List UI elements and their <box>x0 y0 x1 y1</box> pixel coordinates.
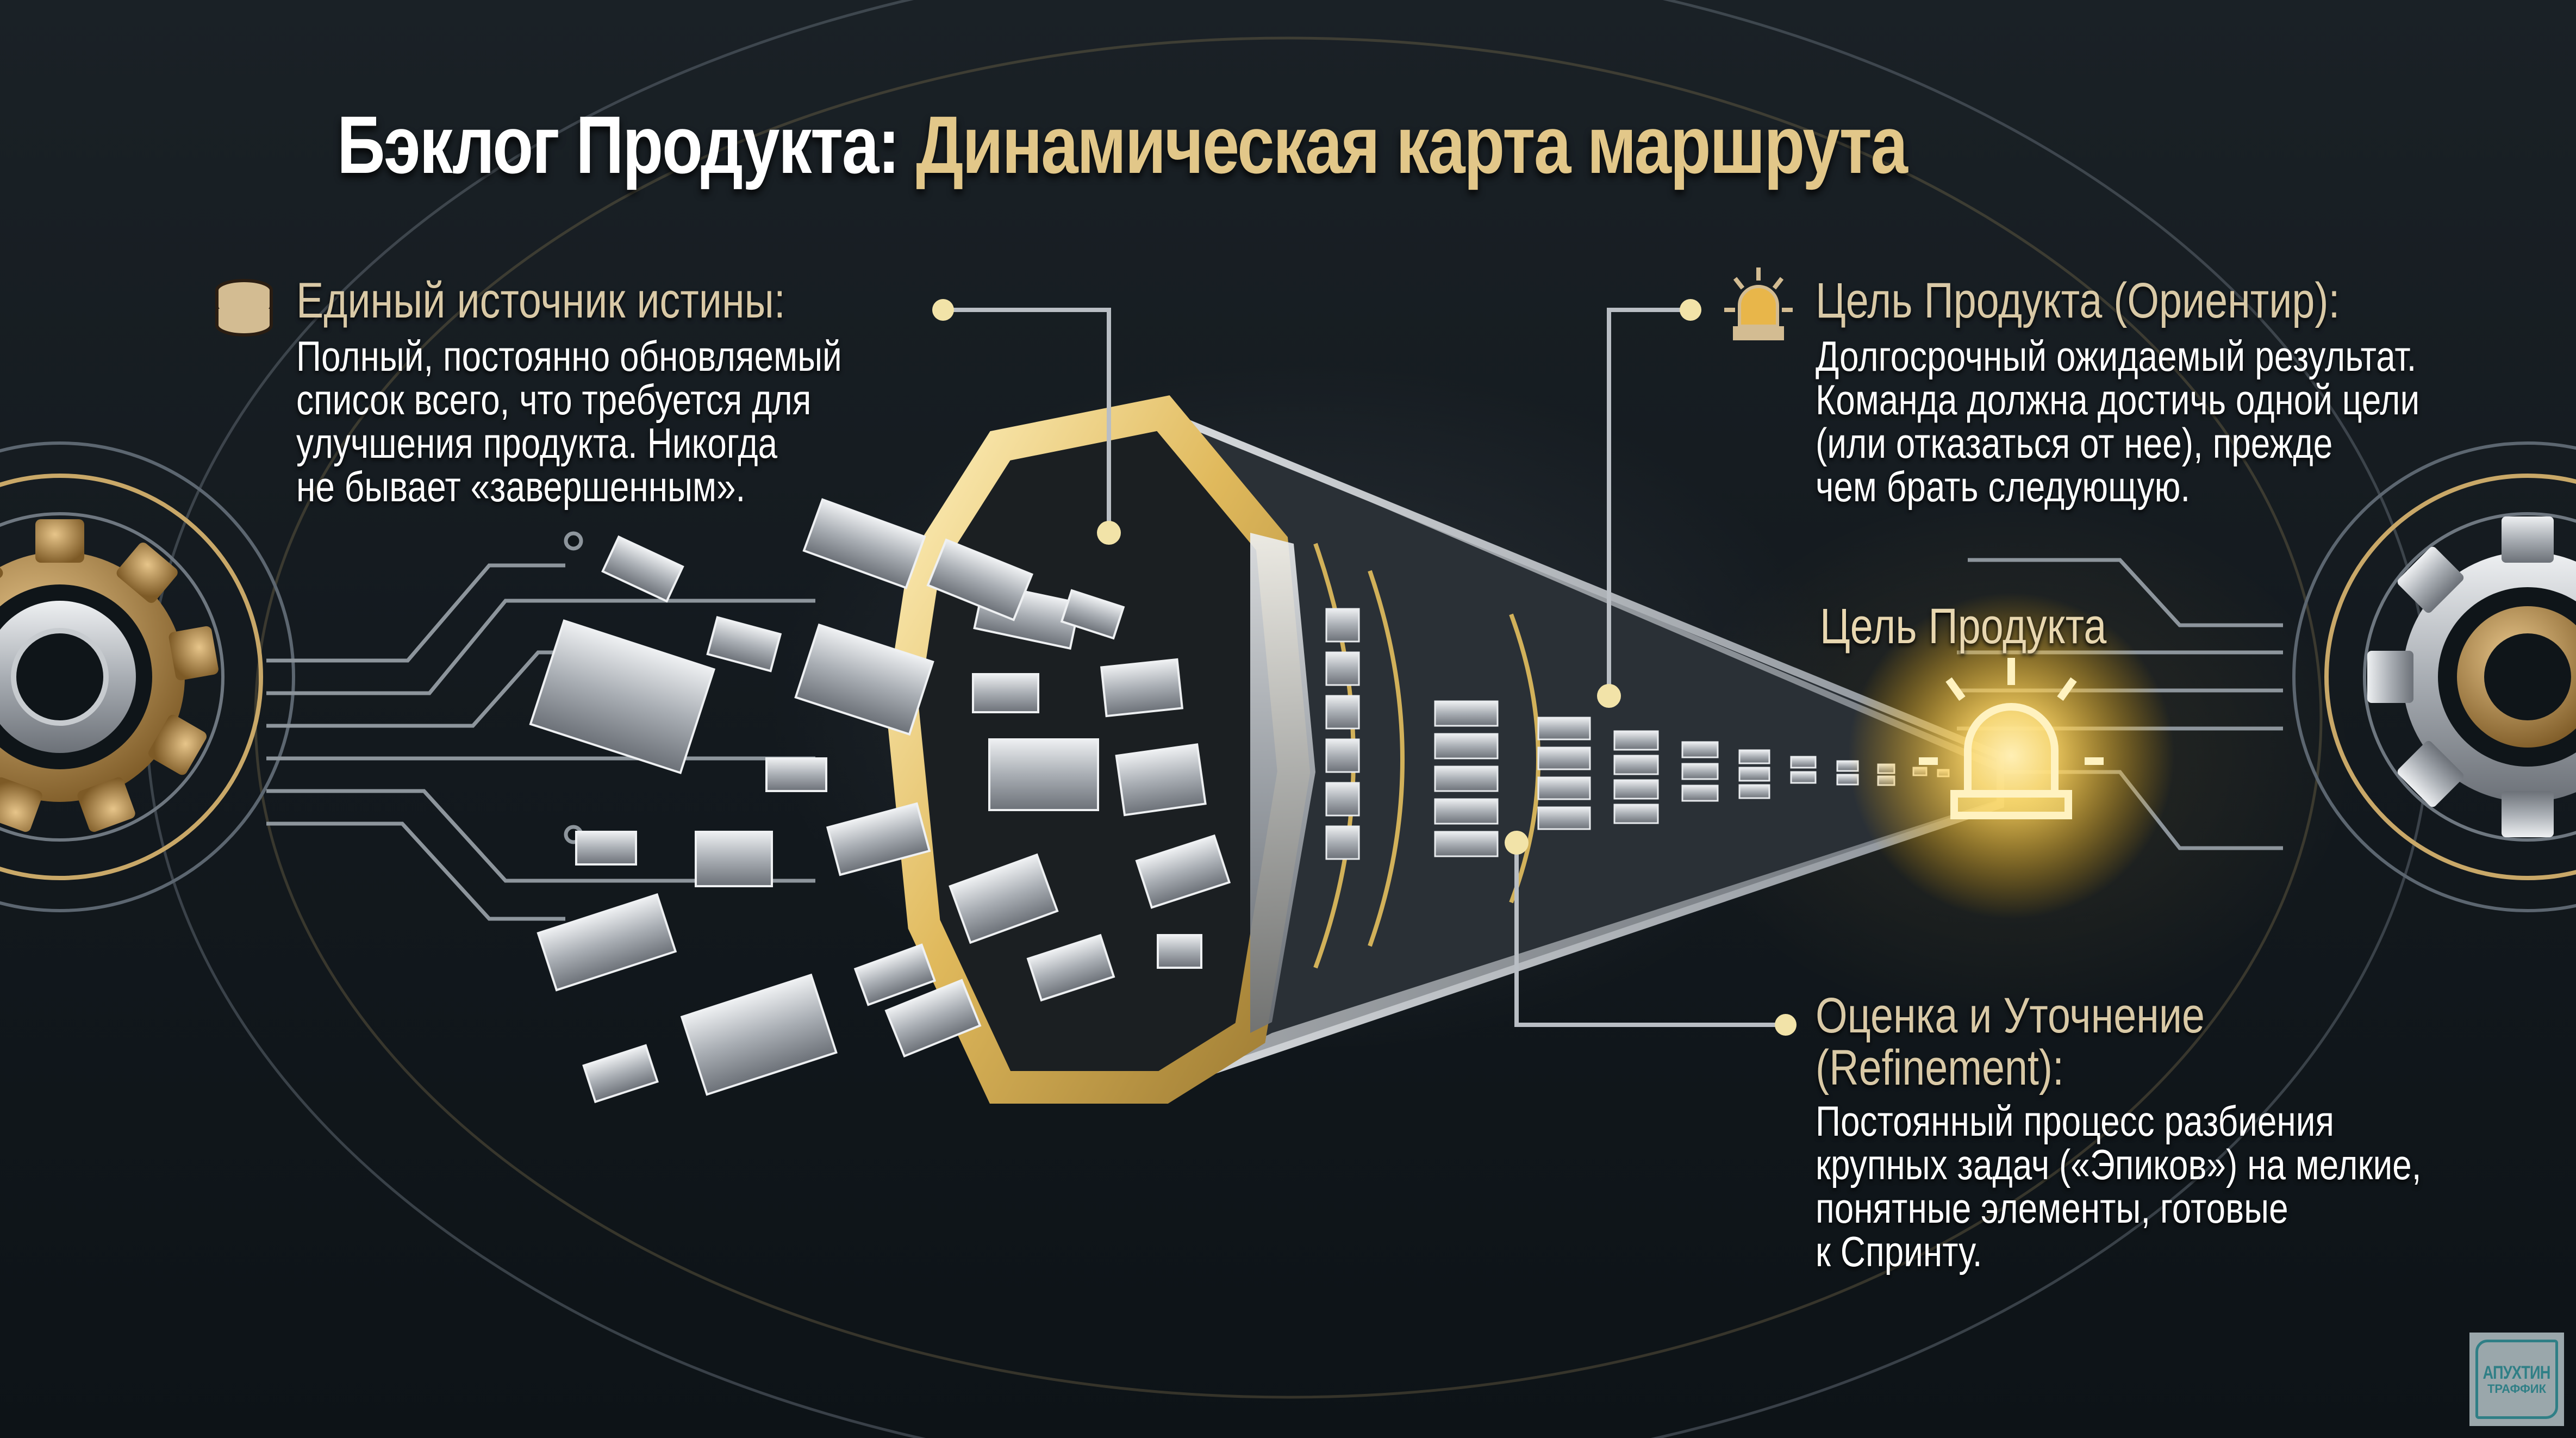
callout-single-source: Единый источник истины: Полный, постоянн… <box>296 275 962 508</box>
callout-line: Долгосрочный ожидаемый результат. <box>1816 332 2417 380</box>
logo-line-2: ТРАФФИК <box>2487 1382 2547 1396</box>
mouth-backlog-items <box>949 581 1231 1002</box>
title-accent: Динамическая карта маршрута <box>916 99 1908 190</box>
callout-heading: Оценка и Уточнение <box>1816 988 2205 1043</box>
callout-refinement: Оценка и Уточнение (Refinement): Постоян… <box>1816 989 2554 1273</box>
callout-line: Постоянный процесс разбиения <box>1816 1097 2335 1145</box>
watermark-logo: АПУХТИН ТРАФФИК <box>2469 1333 2564 1426</box>
callout-line: Полный, постоянно обновляемый <box>296 332 842 380</box>
callout-body: Постоянный процесс разбиения крупных зад… <box>1816 1099 2422 1273</box>
funnel <box>885 395 2004 1104</box>
callout-body: Полный, постоянно обновляемый список все… <box>296 334 842 508</box>
left-gear-icon <box>0 441 295 912</box>
callout-line: не бывает «завершенным». <box>296 463 746 511</box>
database-icon <box>215 279 273 337</box>
callout-product-goal: Цель Продукта (Ориентир): Долгосрочный о… <box>1816 275 2552 508</box>
callout-line: понятные элементы, готовые <box>1816 1184 2288 1232</box>
callout-connectors <box>943 308 1786 1027</box>
goal-label: Цель Продукта <box>1820 599 2107 654</box>
callout-body: Долгосрочный ожидаемый результат. Команд… <box>1816 334 2419 508</box>
callout-line: чем брать следующую. <box>1816 463 2191 511</box>
callout-heading: (Refinement): <box>1816 1040 2064 1095</box>
beacon-icon <box>1724 267 1793 340</box>
incoming-backlog-items <box>529 498 1034 1104</box>
right-gear-icon <box>2292 441 2576 912</box>
page-title: Бэклог Продукта: Динамическая карта марш… <box>337 98 1908 192</box>
left-circuit-traces <box>266 563 815 921</box>
title-primary: Бэклог Продукта: <box>337 99 900 190</box>
logo-line-1: АПУХТИН <box>2483 1362 2551 1383</box>
logo-frame: АПУХТИН ТРАФФИК <box>2475 1340 2558 1419</box>
callout-line: улучшения продукта. Никогда <box>296 419 778 467</box>
callout-line: крупных задач («Эпиков») на мелкие, <box>1816 1141 2422 1188</box>
callout-line: к Спринту. <box>1816 1228 1982 1275</box>
callout-heading: Цель Продукта (Ориентир): <box>1816 273 2340 328</box>
callout-heading: Единый источник истины: <box>296 273 785 328</box>
callout-line: (или отказаться от нее), прежде <box>1816 419 2333 467</box>
goal-beacon-icon <box>1919 658 2104 819</box>
callout-line: список всего, что требуется для <box>296 376 812 424</box>
callout-line: Команда должна достичь одной цели <box>1816 376 2420 424</box>
